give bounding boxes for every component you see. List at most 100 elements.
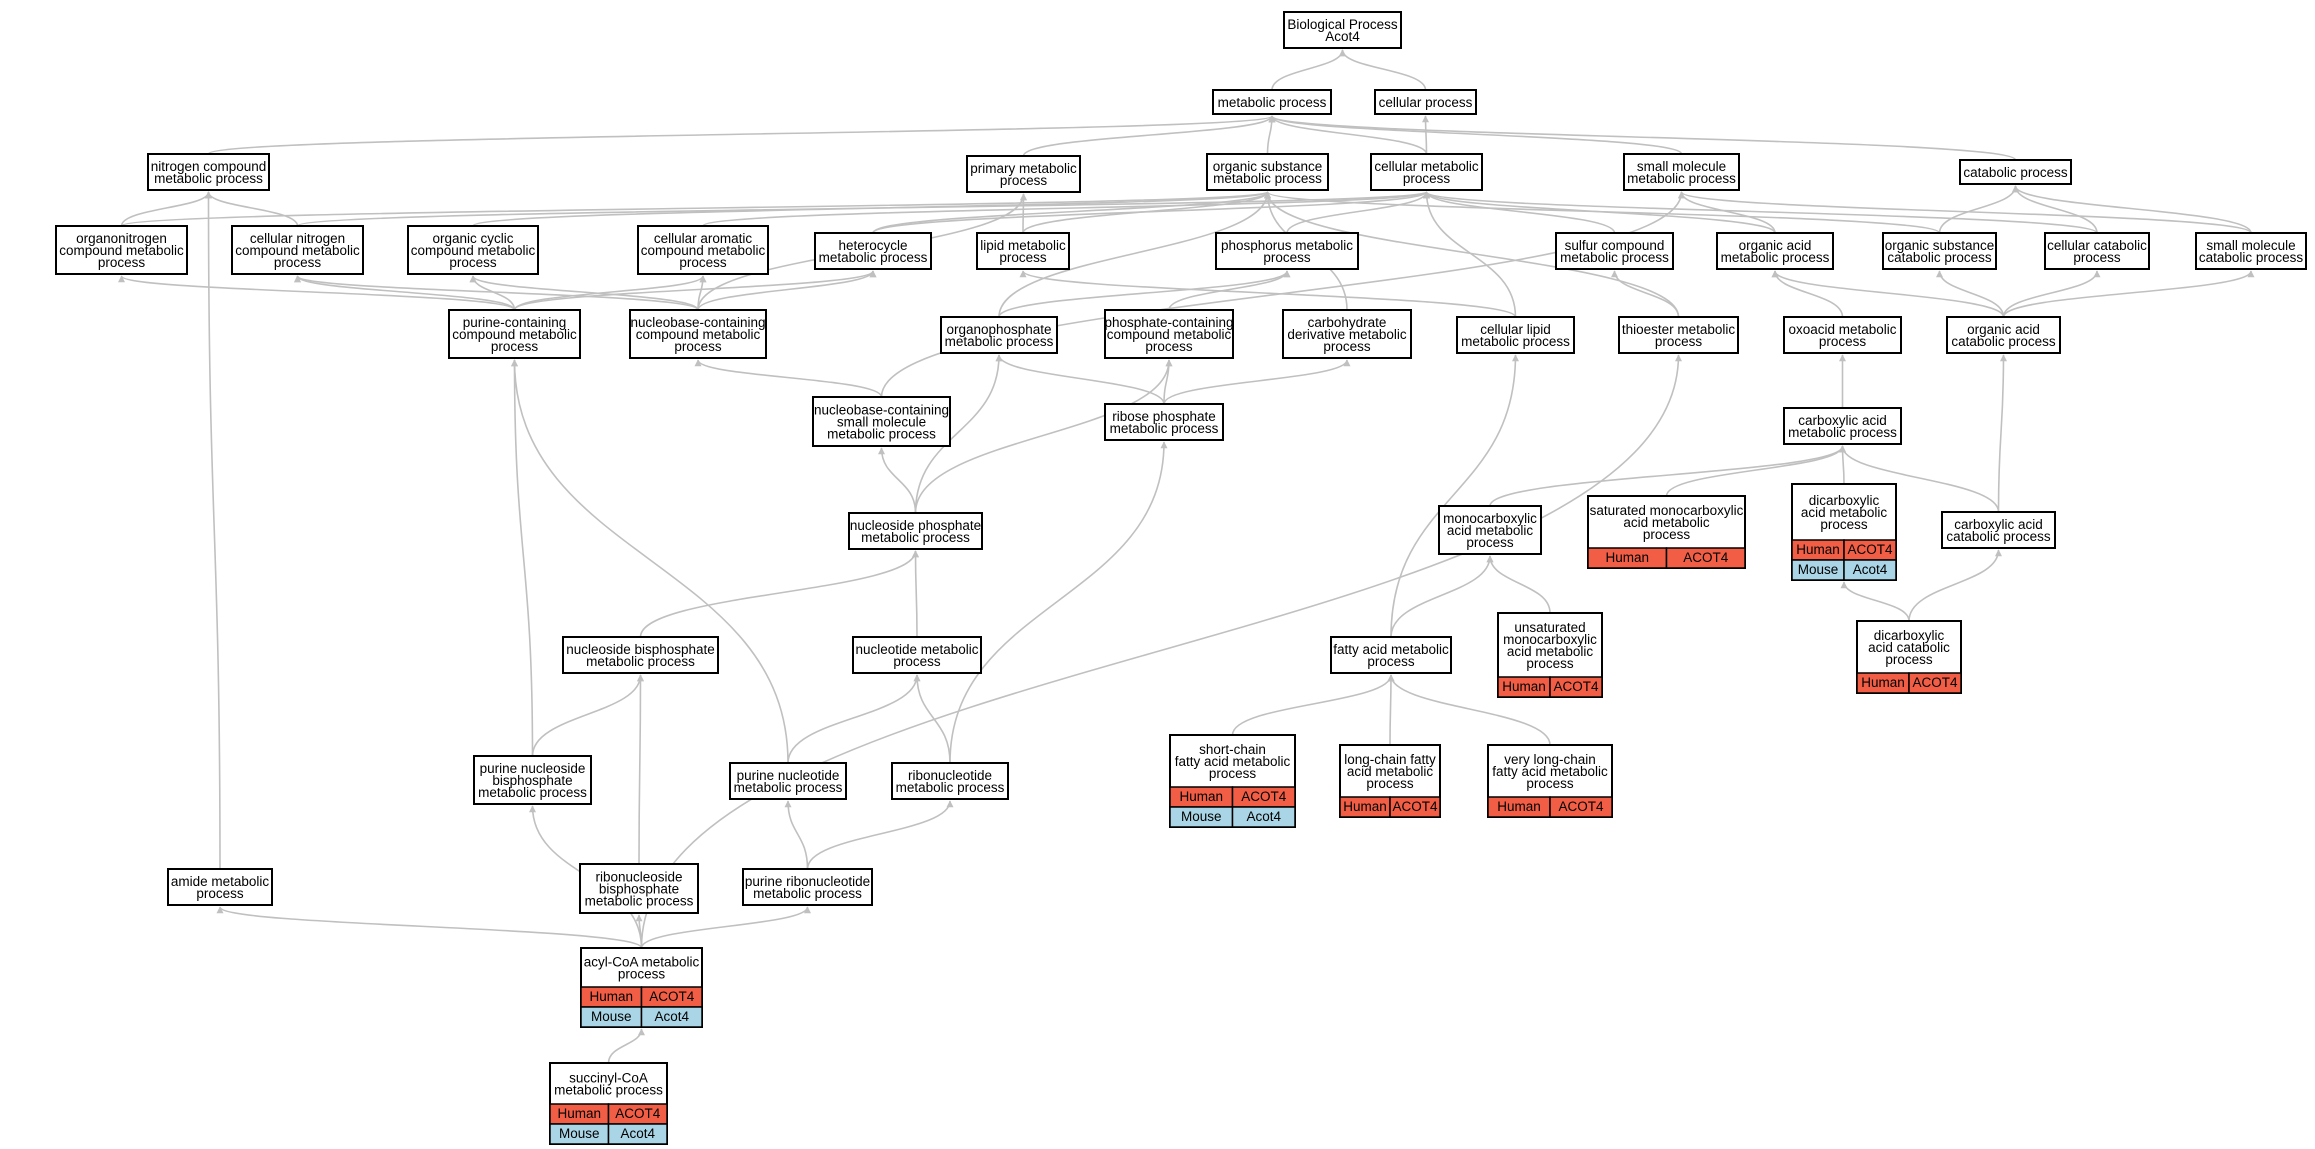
term-label-line: cellular lipid (1480, 322, 1551, 337)
term-label-line: process (274, 255, 322, 270)
term-label-line: succinyl-CoA (569, 1071, 648, 1086)
term-label-line: amide metabolic (171, 874, 270, 889)
term-label-line: metabolic process (554, 1083, 663, 1098)
term-node-cellular[interactable]: cellular process (1374, 89, 1477, 115)
edge-smallmolcat-to-smallmol (1678, 191, 2252, 234)
term-label-line: phosphorus metabolic (1221, 238, 1353, 253)
term-label-line: compound metabolic (641, 243, 766, 258)
term-label-line: metabolic process (945, 334, 1054, 349)
term-label-line: bisphosphate (492, 773, 572, 788)
term-box (629, 309, 767, 359)
term-label-line: purine ribonucleotide (745, 874, 870, 889)
term-label-line: carboxylic acid (1954, 517, 2043, 532)
edge-purinecont-to-cellnitrogen (294, 275, 516, 311)
edge-purinecont-to-heterocycle (513, 270, 877, 311)
term-label-line: process (1819, 334, 1867, 349)
term-label-line: nitrogen compound (151, 159, 267, 174)
term-label-line: phosphate-containing (1104, 315, 1233, 330)
term-label-line: metabolic process (819, 250, 928, 265)
term-label-line: primary metabolic (970, 161, 1077, 176)
mouse-annotation-cell (640, 1006, 703, 1028)
term-label-line: process (1820, 517, 1868, 532)
edge-orgacidcat-to-cellcat (2002, 270, 2101, 318)
term-label-line: catabolic process (1946, 529, 2051, 544)
edge-celllipid-to-cellmet (1423, 191, 1517, 318)
term-box (167, 868, 273, 906)
edge-verylong-to-fattyacid (1387, 674, 1551, 746)
term-label-line: process (1885, 652, 1933, 667)
term-label-line: process (449, 255, 497, 270)
edge-nucleosidephos-to-phosphatecont (914, 359, 1173, 514)
term-node-catabolic[interactable]: catabolic process (1959, 159, 2072, 185)
gene-label: ACOT4 (1241, 789, 1287, 804)
term-box (976, 232, 1070, 270)
edge-dicarboxcat-to-carboxcat (1908, 549, 2002, 622)
term-label-line: bisphosphate (599, 882, 679, 897)
term-label-line: organic substance (1885, 238, 1995, 253)
term-label-line: monocarboxylic (1443, 511, 1537, 526)
human-annotation-cell (1549, 676, 1603, 698)
term-box (1104, 403, 1224, 441)
term-node-metabolic[interactable]: metabolic process (1212, 89, 1332, 115)
term-label-line: catabolic process (1887, 250, 1992, 265)
term-label-line: organic cyclic (432, 231, 513, 246)
term-box (1206, 153, 1329, 191)
species-label: Human (1179, 789, 1223, 804)
term-label-line: dicarboxylic (1809, 493, 1880, 508)
term-label-line: process (1643, 527, 1691, 542)
gene-label: ACOT4 (1392, 799, 1438, 814)
gene-label: ACOT4 (1847, 542, 1893, 557)
